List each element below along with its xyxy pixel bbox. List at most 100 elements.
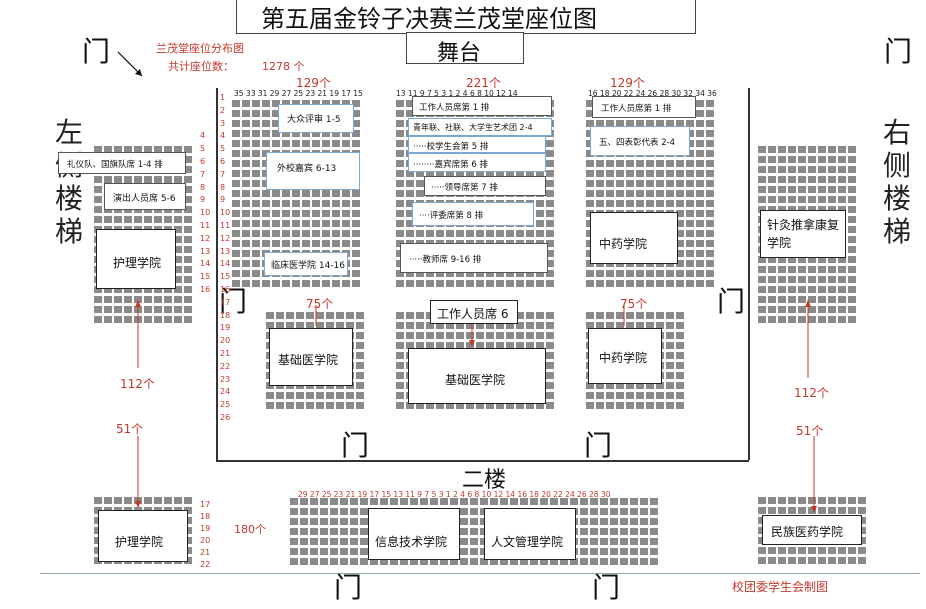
seat-center-rear <box>476 322 484 329</box>
seat-right-front <box>596 120 604 127</box>
seat-right-front <box>586 190 594 197</box>
seat-left-side <box>114 176 122 183</box>
seat-center-front <box>516 230 524 237</box>
seat-upper-center <box>290 538 298 545</box>
seat-right-front <box>626 190 634 197</box>
seat-left-side <box>174 276 182 283</box>
seat-left-side <box>164 286 172 293</box>
seat-right-rear <box>606 392 614 399</box>
seat-left-front <box>242 170 250 177</box>
seat-upper-center <box>330 558 338 565</box>
seat-center-front <box>546 160 554 167</box>
seat-right-front <box>676 230 684 237</box>
seat-left-side <box>154 306 162 313</box>
seat-right-front <box>606 120 614 127</box>
seat-left-rear <box>356 322 364 329</box>
five-four-box: 五、四表彰代表 2-4 <box>590 126 690 156</box>
seat-center-front <box>486 170 494 177</box>
seat-right-rear <box>596 382 604 389</box>
seat-left-side <box>114 146 122 153</box>
seat-left-front <box>232 250 240 257</box>
seat-left-front <box>282 210 290 217</box>
seat-right-side <box>778 196 786 203</box>
seat-center-front <box>536 280 544 287</box>
seat-left-side <box>114 306 122 313</box>
seat-left-rear <box>356 332 364 339</box>
seat-upper-center <box>620 518 628 525</box>
seat-right-rear <box>636 322 644 329</box>
seat-center-rear <box>496 332 504 339</box>
seat-left-front <box>342 200 350 207</box>
seat-right-rear <box>676 392 684 399</box>
row-number: 2 <box>220 105 226 115</box>
seat-center-front <box>526 170 534 177</box>
seat-left-front <box>252 100 260 107</box>
seat-right-front <box>606 280 614 287</box>
seat-center-front <box>506 270 514 277</box>
seat-right-side <box>838 186 846 193</box>
staff-right-label: 工作人员席第 1 排 <box>601 104 672 114</box>
seat-left-front <box>252 240 260 247</box>
seat-right-front <box>686 180 694 187</box>
seat-center-front <box>406 210 414 217</box>
seat-center-front <box>516 280 524 287</box>
seat-left-front <box>322 100 330 107</box>
seat-left-rear <box>286 402 294 409</box>
seat-center-rear <box>546 342 554 349</box>
basic-left-label: 基础医学院 <box>278 353 339 367</box>
seat-upper-center <box>330 498 338 505</box>
upper-row-number: 18 <box>200 512 211 521</box>
seat-right-side <box>788 296 796 303</box>
seat-upper-right <box>858 497 866 504</box>
seat-left-front <box>252 220 260 227</box>
seat-right-front <box>616 160 624 167</box>
seat-right-front <box>706 280 714 287</box>
seat-right-front <box>706 100 714 107</box>
seat-left-side <box>124 286 132 293</box>
seat-right-side <box>838 316 846 323</box>
bottom-line <box>40 573 920 574</box>
seat-right-side <box>778 146 786 153</box>
seat-center-rear <box>416 322 424 329</box>
seat-upper-center <box>290 548 298 555</box>
seat-right-front <box>636 280 644 287</box>
seat-right-rear <box>646 312 654 319</box>
seat-right-side <box>808 286 816 293</box>
seat-left-front <box>252 140 260 147</box>
seat-left-front <box>292 140 300 147</box>
seat-left-side <box>154 286 162 293</box>
seat-center-rear <box>506 322 514 329</box>
seat-left-side <box>164 216 172 223</box>
seat-upper-right <box>778 557 786 564</box>
seat-left-rear <box>296 392 304 399</box>
seat-right-rear <box>676 342 684 349</box>
seat-center-rear <box>516 322 524 329</box>
seat-right-rear <box>656 322 664 329</box>
row-number: 24 <box>220 387 231 397</box>
seat-upper-center <box>630 518 638 525</box>
seat-upper-center <box>610 518 618 525</box>
seat-right-front <box>656 280 664 287</box>
row-number: 9 <box>220 195 226 205</box>
seat-left-side <box>164 306 172 313</box>
seat-left-side <box>174 236 182 243</box>
seat-right-rear <box>626 382 634 389</box>
seat-upper-center <box>540 498 548 505</box>
seat-right-rear <box>666 392 674 399</box>
seat-right-front <box>676 260 684 267</box>
seat-left-front <box>312 130 320 137</box>
seat-upper-center <box>510 498 518 505</box>
tcm-mid-label: 中药学院 <box>599 351 648 365</box>
seat-left-front <box>292 100 300 107</box>
seat-right-side <box>818 296 826 303</box>
seat-upper-center <box>350 538 358 545</box>
nursing-upper-box: 护理学院 <box>98 510 188 562</box>
seat-center-front <box>536 170 544 177</box>
seat-left-front <box>272 240 280 247</box>
seat-right-side <box>778 296 786 303</box>
seat-right-side <box>828 196 836 203</box>
seat-upper-center <box>340 558 348 565</box>
seat-right-front <box>646 170 654 177</box>
seat-left-front <box>272 280 280 287</box>
seat-right-front <box>696 200 704 207</box>
